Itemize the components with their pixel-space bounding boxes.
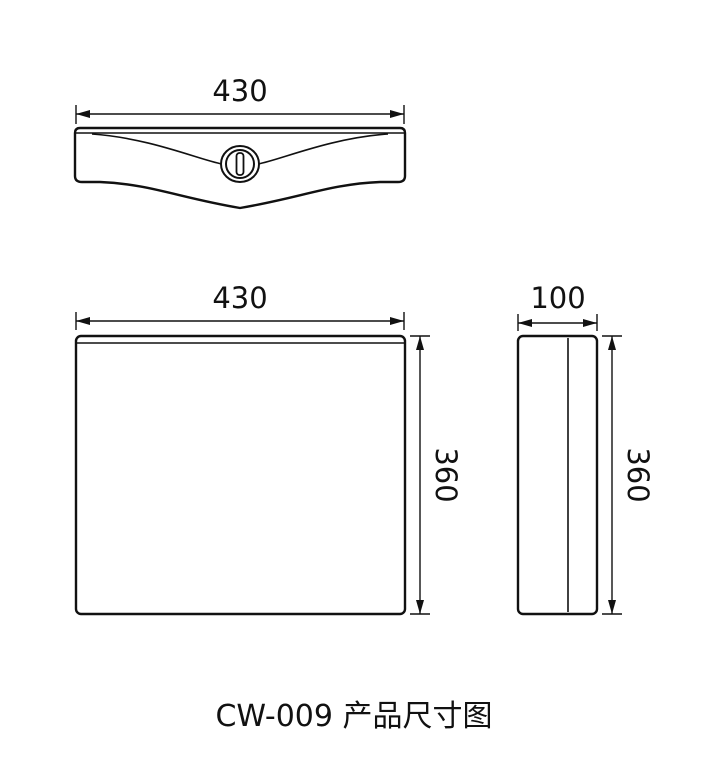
- top-view-contour-line: [91, 133, 389, 165]
- flush-button-icon: [220, 145, 260, 183]
- top-view: 430: [73, 74, 407, 210]
- side-view-height-label: 360: [621, 447, 655, 502]
- front-dim-arrow-left: [76, 317, 90, 325]
- side-view: 100 360: [516, 281, 655, 616]
- front-view-width-label: 430: [212, 281, 267, 315]
- side-view-depth-label: 100: [530, 281, 585, 315]
- side-height-arrow-top: [608, 336, 616, 350]
- front-height-arrow-bottom: [416, 600, 424, 614]
- side-height-arrow-bottom: [608, 600, 616, 614]
- top-dim-arrow-right: [390, 110, 404, 118]
- front-view: 430 360: [74, 281, 463, 616]
- top-dim-arrow-left: [76, 110, 90, 118]
- drawing-caption: CW-009 产品尺寸图: [215, 699, 492, 734]
- top-view-width-label: 430: [212, 74, 267, 108]
- side-view-outline: [516, 334, 599, 616]
- front-view-outline: [74, 334, 407, 616]
- front-dim-arrow-right: [390, 317, 404, 325]
- side-dim-arrow-left: [518, 319, 532, 327]
- side-dim-arrow-right: [583, 319, 597, 327]
- front-view-height-label: 360: [429, 447, 463, 502]
- front-height-arrow-top: [416, 336, 424, 350]
